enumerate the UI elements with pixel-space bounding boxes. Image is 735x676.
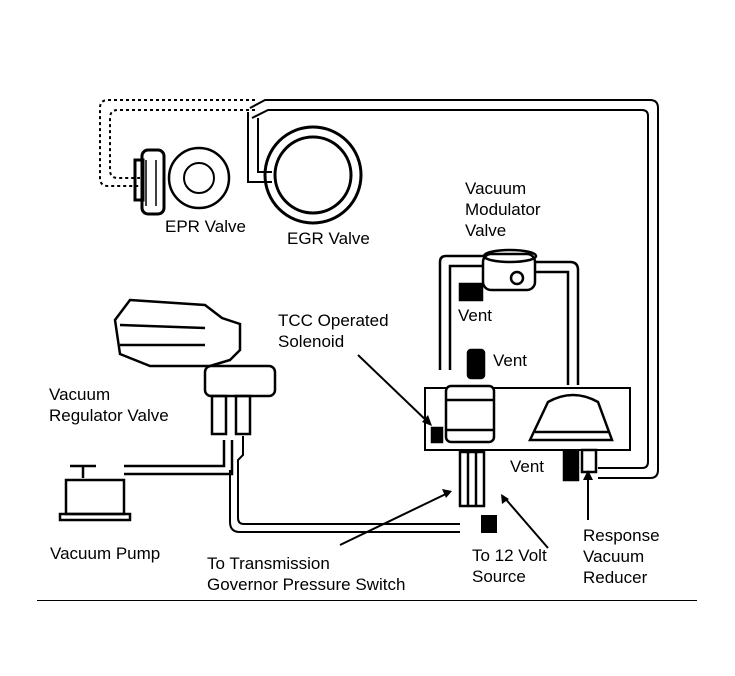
modulator-line-2: Modulator	[465, 200, 541, 219]
regulator-line-1: Vacuum	[49, 385, 111, 404]
vacuum-modulator-valve	[438, 248, 580, 385]
epr-valve	[133, 146, 231, 216]
egr-valve	[247, 112, 363, 225]
egr-valve-label: EGR Valve	[287, 229, 370, 248]
response-vacuum-reducer-label: Response Vacuum Reducer	[583, 525, 660, 588]
volt-line-2: Source	[472, 567, 526, 586]
modulator-line-1: Vacuum	[465, 179, 527, 198]
vacuum-regulator-valve	[113, 298, 277, 436]
tcc-line-2: Solenoid	[278, 332, 345, 351]
modulator-line-3: Valve	[465, 221, 507, 240]
tcc-solenoid	[430, 348, 496, 508]
response-vacuum-reducer	[528, 393, 614, 482]
volt-line-1: To 12 Volt	[472, 546, 547, 565]
vacuum-pump	[58, 440, 234, 522]
main-vacuum-hose	[249, 99, 659, 479]
transmission-line-1: To Transmission	[207, 554, 330, 573]
tcc-operated-solenoid-label: TCC Operated Solenoid	[278, 310, 389, 352]
vent-solenoid-label: Vent	[493, 351, 528, 370]
governor-hose	[229, 436, 497, 533]
tcc-line-1: TCC Operated	[278, 311, 389, 330]
regulator-line-2: Regulator Valve	[49, 406, 169, 425]
vacuum-modulator-valve-label: Vacuum Modulator Valve	[465, 178, 541, 241]
vent-reducer-label: Vent	[510, 457, 545, 476]
bottom-divider	[37, 600, 697, 601]
vent-modulator-label: Vent	[458, 306, 493, 325]
reducer-line-2: Vacuum	[583, 547, 645, 566]
arrowheads	[422, 415, 593, 504]
epr-valve-label: EPR Valve	[165, 217, 246, 236]
leader-lines	[339, 354, 589, 549]
vacuum-regulator-valve-label: Vacuum Regulator Valve	[49, 384, 169, 426]
to-12-volt-source-label: To 12 Volt Source	[472, 545, 547, 587]
reducer-line-3: Reducer	[583, 568, 648, 587]
epr-dashed-hose	[99, 99, 255, 187]
transmission-line-2: Governor Pressure Switch	[207, 575, 406, 594]
reducer-line-1: Response	[583, 526, 660, 545]
to-transmission-label: To Transmission Governor Pressure Switch	[207, 553, 405, 595]
vacuum-pump-label: Vacuum Pump	[50, 544, 161, 563]
